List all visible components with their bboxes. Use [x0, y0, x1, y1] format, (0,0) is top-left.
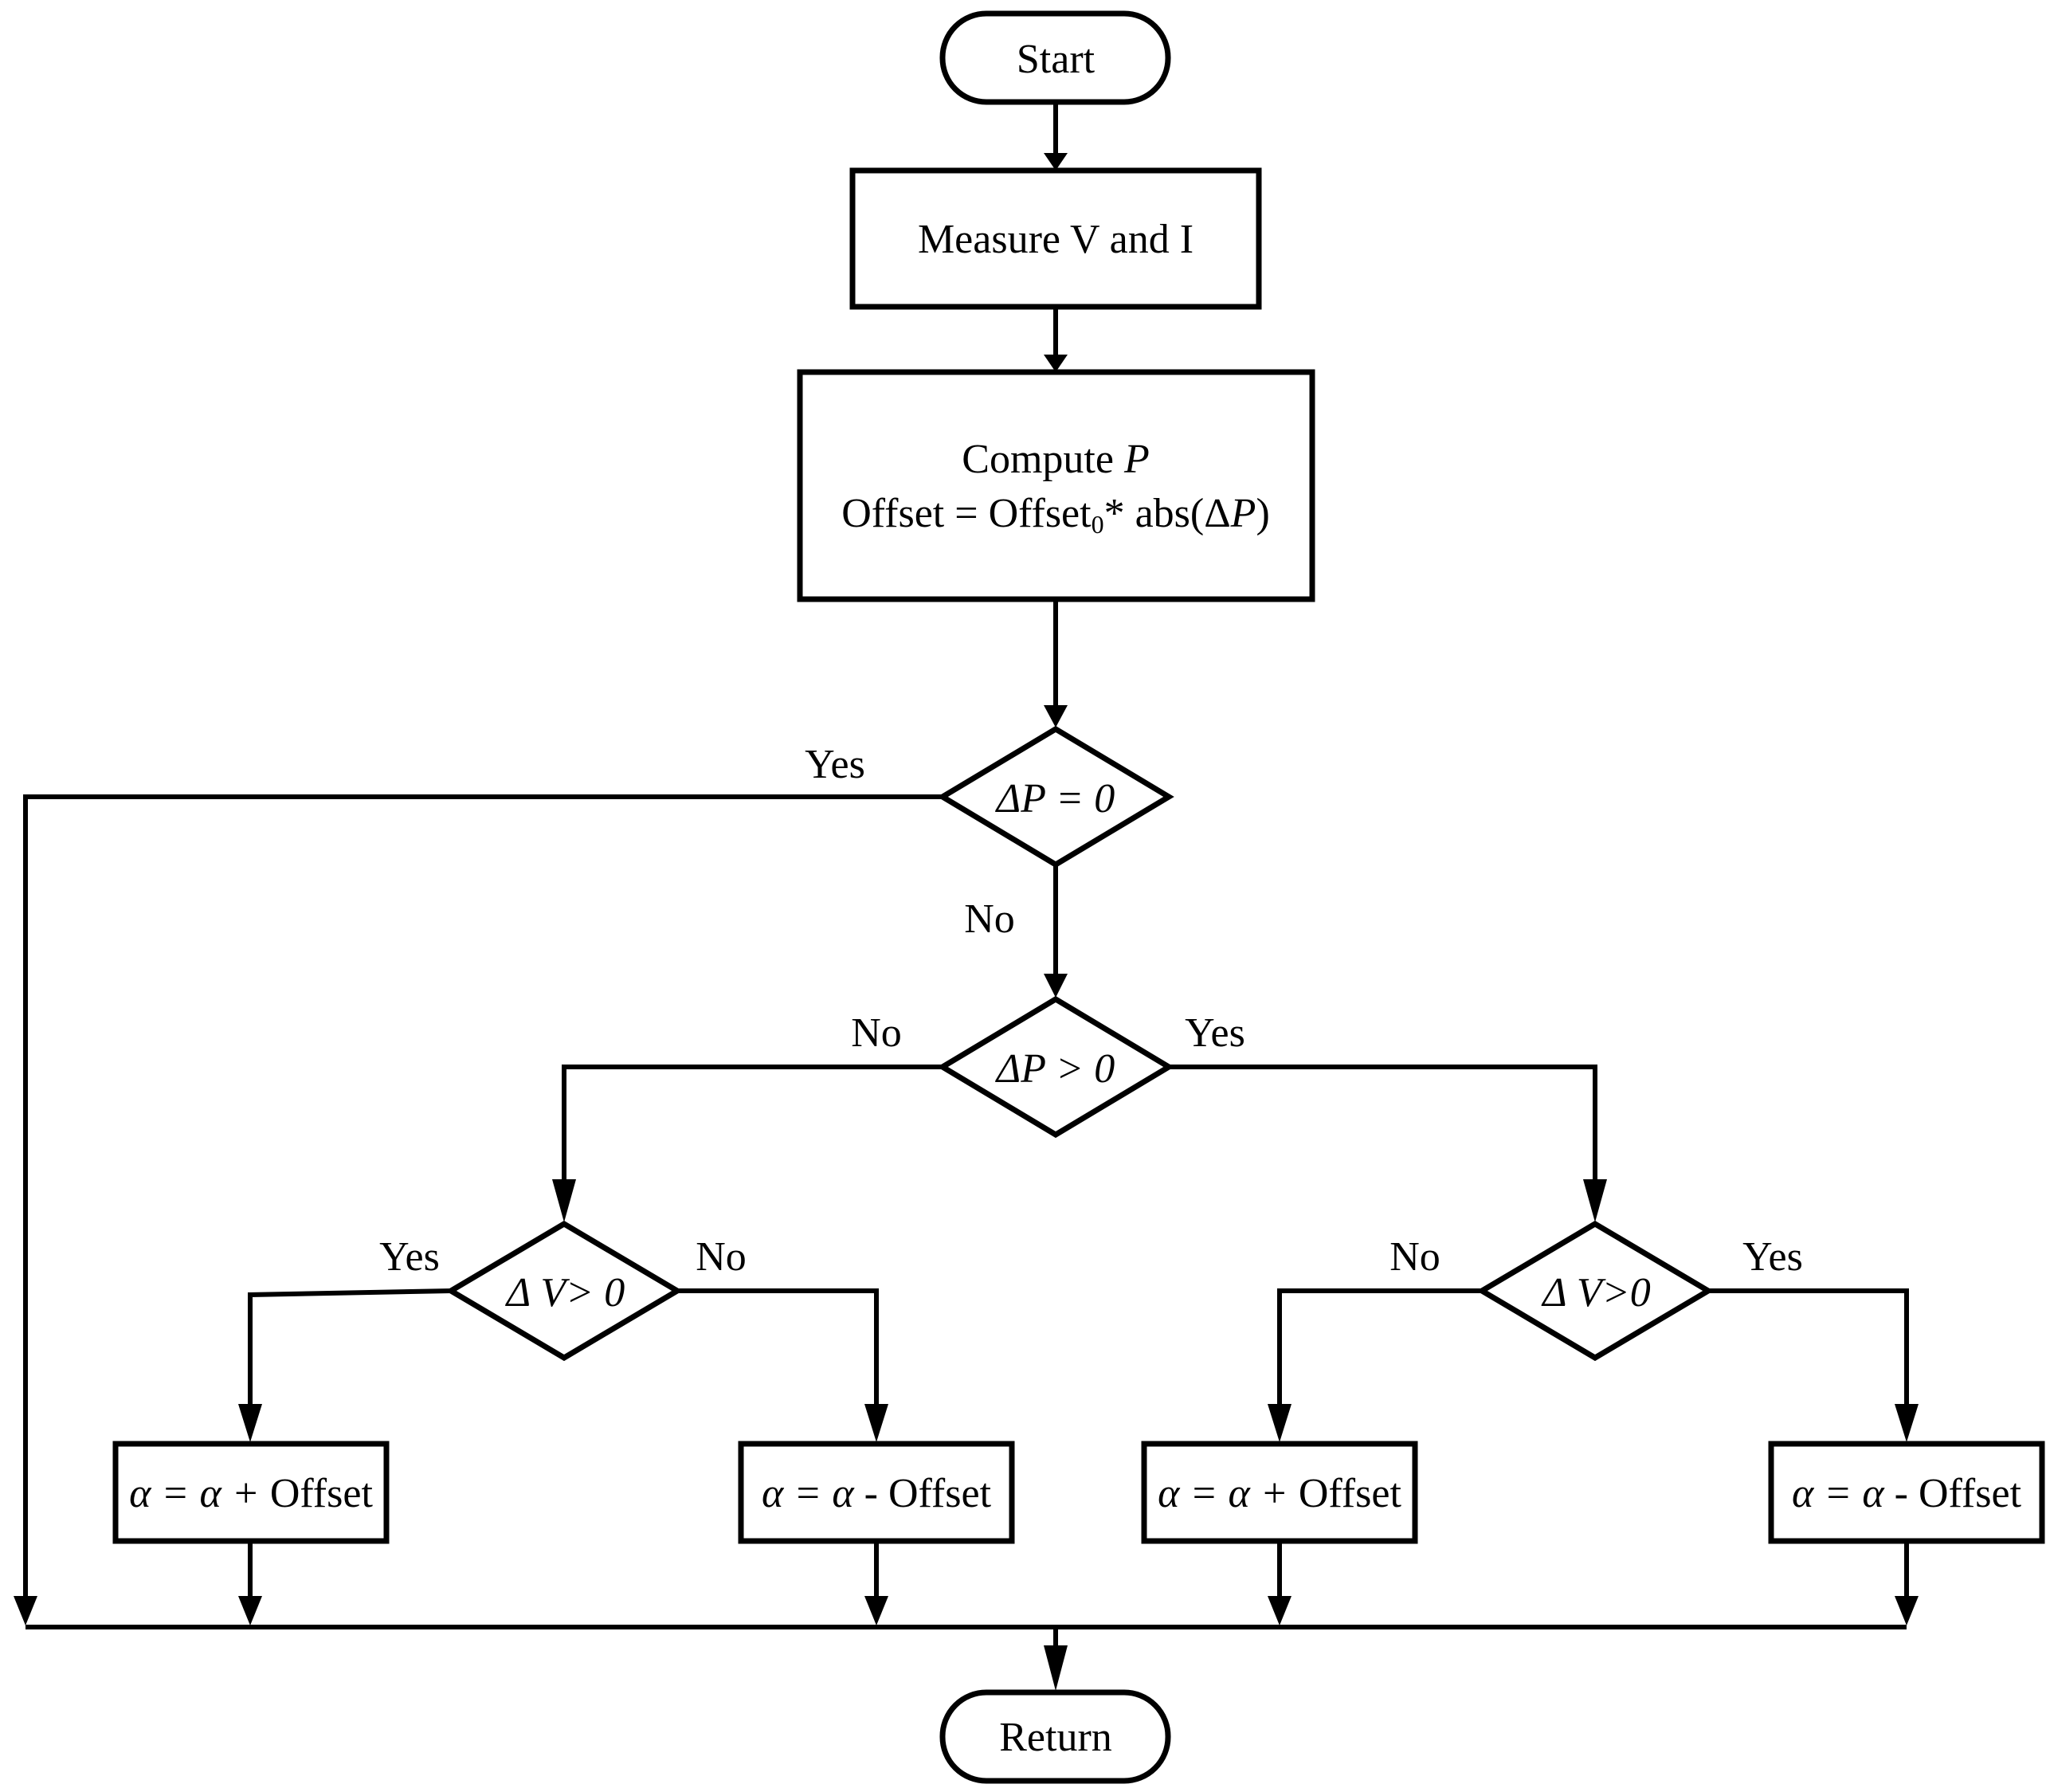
return-node: Return: [939, 1689, 1171, 1784]
label-dp-zero-no: No: [964, 896, 1015, 942]
action-right-minus: α = α - Offset: [1768, 1441, 2045, 1544]
branch-labels: Yes No No Yes Yes No No Yes: [379, 742, 1803, 1280]
decision-dv-right-label: Δ V>0: [1541, 1270, 1650, 1316]
connector-dv-left-no: [676, 1288, 879, 1404]
label-dp-pos-no: No: [851, 1010, 902, 1056]
label-dv-left-yes: Yes: [379, 1234, 440, 1280]
connector-decision2-no: [562, 1065, 944, 1179]
action-left-minus: α = α - Offset: [738, 1441, 1015, 1544]
action-right-plus: α = α + Offset: [1141, 1441, 1418, 1544]
arrowhead-bus-2: [864, 1596, 888, 1625]
action-right-plus-label: α = α + Offset: [1158, 1471, 1401, 1516]
connector-decision2-yes: [1167, 1065, 1597, 1179]
label-dp-zero-yes: Yes: [805, 742, 865, 787]
arrowhead-dv-left: [552, 1179, 576, 1222]
compute-line2: Offset = Offset0* abs(ΔP): [841, 491, 1270, 539]
arrowhead-compute: [1044, 355, 1068, 372]
decision-dp-pos: ΔP > 0: [937, 995, 1174, 1139]
arrowhead-decision1: [1044, 705, 1068, 727]
connector-dv-right-no: [1277, 1288, 1483, 1404]
arrowhead-bus-4: [1895, 1596, 1919, 1625]
measure-box: Measure V and I: [849, 167, 1262, 310]
arrowhead-return: [1044, 1645, 1068, 1691]
measure-label: Measure V and I: [918, 217, 1194, 262]
arrowhead-measure: [1044, 153, 1068, 171]
compute-line1: Compute P: [962, 437, 1149, 482]
label-dp-pos-yes: Yes: [1185, 1010, 1245, 1056]
arrowhead-bus-1: [238, 1596, 262, 1625]
decision-dp-zero-label: ΔP = 0: [995, 776, 1115, 821]
label-dv-right-yes: Yes: [1742, 1234, 1803, 1280]
action-right-minus-label: α = α - Offset: [1792, 1471, 2022, 1516]
connector-dv-right-yes: [1707, 1288, 1909, 1404]
arrowhead-action3: [1268, 1404, 1291, 1442]
action-left-plus: α = α + Offset: [112, 1441, 390, 1544]
action-left-plus-label: α = α + Offset: [129, 1471, 373, 1516]
connector-dv-left-yes: [248, 1288, 453, 1404]
decision-dv-right: Δ V>0: [1476, 1220, 1714, 1362]
arrowhead-action1: [238, 1404, 262, 1442]
decision-dp-zero: ΔP = 0: [937, 725, 1174, 869]
arrowhead-bus-left: [14, 1596, 37, 1625]
connector-decision1-yes: [23, 794, 944, 1596]
decision-dv-left: Δ V> 0: [445, 1220, 683, 1362]
arrowhead-action2: [864, 1404, 888, 1442]
arrowheads: [14, 153, 1919, 1691]
action-left-minus-label: α = α - Offset: [762, 1471, 992, 1516]
label-dv-right-no: No: [1389, 1234, 1440, 1280]
arrowhead-decision2: [1044, 974, 1068, 998]
arrowhead-action4: [1895, 1404, 1919, 1442]
arrowhead-dv-right: [1583, 1179, 1607, 1222]
decision-dv-left-label: Δ V> 0: [505, 1270, 625, 1316]
compute-box: Compute P Offset = Offset0* abs(ΔP): [797, 369, 1315, 602]
decision-dp-pos-label: ΔP > 0: [995, 1046, 1115, 1092]
arrowhead-bus-3: [1268, 1596, 1291, 1625]
start-label: Start: [1017, 37, 1096, 82]
connectors: [23, 102, 1909, 1645]
return-label: Return: [999, 1715, 1112, 1760]
start-node: Start: [939, 10, 1171, 105]
label-dv-left-no: No: [696, 1234, 747, 1280]
